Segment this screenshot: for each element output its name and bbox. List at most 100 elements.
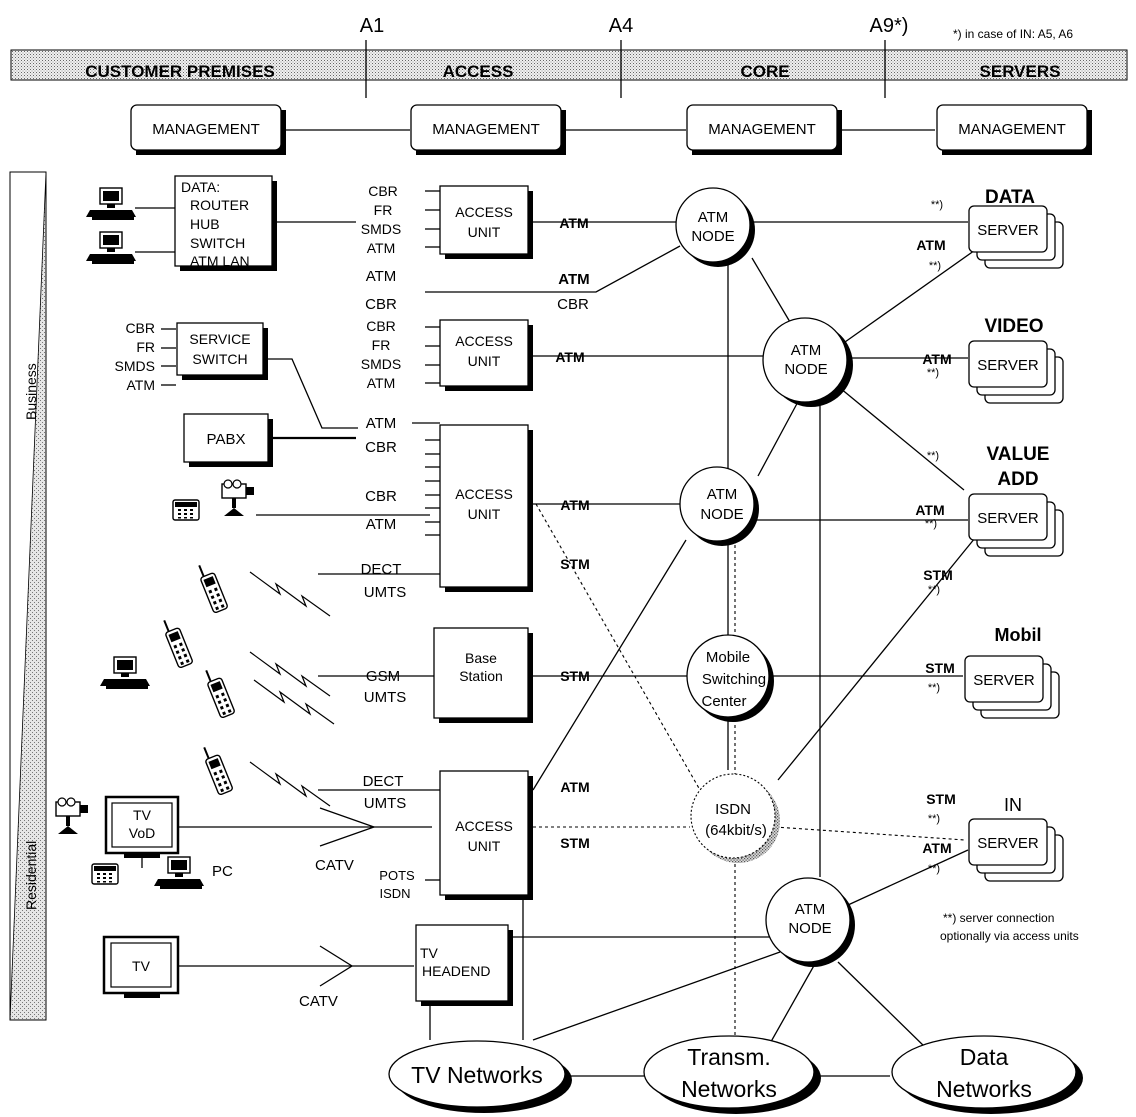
svg-text:**): **) [925, 518, 937, 530]
mobile-phone-icon [159, 615, 195, 670]
server-data[interactable]: DATA SERVER [968, 187, 1064, 269]
data-equipment-item: HUB [190, 216, 220, 232]
domain-servers: SERVERS [980, 62, 1061, 81]
svg-text:UMTS: UMTS [364, 584, 407, 601]
svg-text:SMDS: SMDS [115, 358, 155, 374]
isdn-node[interactable]: ISDN (64kbit/s) [690, 773, 780, 863]
svg-text:TV: TV [132, 958, 151, 974]
atm-node-4[interactable]: ATM NODE [765, 877, 855, 967]
svg-text:MANAGEMENT: MANAGEMENT [958, 121, 1066, 138]
svg-text:Mobile: Mobile [706, 649, 750, 666]
atm-node-1[interactable]: ATM NODE [675, 187, 755, 267]
svg-text:**): **) [927, 450, 939, 462]
telephone-icon [172, 499, 200, 521]
management-box-customer[interactable]: MANAGEMENT [130, 104, 286, 155]
access-unit-1[interactable]: ACCESS UNIT [439, 185, 533, 259]
svg-text:ATM: ATM [922, 351, 951, 367]
radio-link-icon [249, 761, 331, 807]
tv-vod-set[interactable]: TV VoD [104, 795, 180, 858]
server-in[interactable]: IN SERVER [968, 795, 1064, 882]
radio-link-icon [253, 679, 335, 725]
mobile-switching-center[interactable]: Mobile Switching Center [686, 634, 774, 722]
access-unit-2[interactable]: ACCESS UNIT [439, 319, 533, 391]
svg-text:ATM: ATM [795, 901, 826, 918]
server-video[interactable]: VIDEO SERVER [968, 316, 1064, 404]
domain-customer-premises: CUSTOMER PREMISES [85, 62, 275, 81]
pabx-box[interactable]: PABX [183, 413, 273, 467]
atm-node-2[interactable]: ATM NODE [762, 317, 853, 407]
svg-text:HEADEND: HEADEND [422, 963, 490, 979]
transmission-networks[interactable]: Transm. Networks [643, 1035, 821, 1114]
svg-text:**): **) [927, 367, 939, 379]
svg-text:ATM: ATM [366, 415, 397, 432]
management-box-servers[interactable]: MANAGEMENT [936, 104, 1092, 155]
svg-text:**): **) [928, 584, 940, 596]
link-label-atm: ATM [560, 779, 589, 795]
tv-networks[interactable]: TV Networks [388, 1040, 572, 1113]
label-residential: Residential [23, 841, 39, 910]
computer-icon [85, 231, 137, 265]
atm-node-3[interactable]: ATM NODE [679, 466, 759, 546]
server-title-add: ADD [997, 469, 1038, 490]
server-value-add[interactable]: VALUE ADD SERVER [968, 444, 1064, 557]
svg-text:SMDS: SMDS [361, 221, 401, 237]
video-camera-icon [221, 479, 255, 517]
svg-text:Networks: Networks [936, 1076, 1032, 1102]
domain-access: ACCESS [443, 62, 514, 81]
management-box-access[interactable]: MANAGEMENT [410, 104, 566, 155]
management-box-core[interactable]: MANAGEMENT [686, 104, 842, 155]
svg-text:FR: FR [374, 202, 393, 218]
data-equipment-item: SWITCH [190, 235, 245, 251]
svg-text:DECT: DECT [361, 561, 402, 578]
pc-label: PC [212, 863, 233, 880]
svg-text:ATM: ATM [915, 502, 944, 518]
svg-text:PABX: PABX [207, 431, 246, 448]
svg-text:NODE: NODE [788, 920, 831, 937]
svg-text:SERVER: SERVER [977, 357, 1039, 374]
server-mobil[interactable]: Mobil SERVER [964, 625, 1060, 719]
computer-icon [153, 856, 205, 890]
svg-text:UNIT: UNIT [468, 353, 501, 369]
svg-text:SMDS: SMDS [361, 356, 401, 372]
access-unit-4[interactable]: ACCESS UNIT [439, 770, 533, 900]
svg-text:CBR: CBR [365, 488, 397, 505]
svg-text:(64kbit/s): (64kbit/s) [705, 822, 767, 839]
link-label-atm: ATM [560, 497, 589, 513]
interface-a1: A1 [360, 15, 384, 37]
svg-text:ACCESS: ACCESS [455, 333, 513, 349]
svg-text:SERVER: SERVER [977, 835, 1039, 852]
base-station[interactable]: Base Station [433, 627, 533, 723]
management-row: MANAGEMENT MANAGEMENT MANAGEMENT MANAGEM… [130, 104, 1092, 155]
data-equipment-box[interactable]: DATA: ROUTER HUB SWITCH ATM LAN [174, 175, 277, 271]
svg-text:CBR: CBR [365, 296, 397, 313]
service-switch-box[interactable]: SERVICE SWITCH [176, 322, 268, 380]
server-note: **) server connection optionally via acc… [940, 911, 1079, 943]
svg-text:Base: Base [465, 650, 497, 666]
access-unit-2-ports: CBR FR SMDS ATM [361, 318, 440, 391]
svg-text:ATM: ATM [367, 375, 396, 391]
svg-text:ATM: ATM [558, 271, 589, 288]
svg-text:**): **) [928, 863, 940, 875]
svg-text:**): **) [931, 199, 943, 211]
svg-text:UNIT: UNIT [468, 224, 501, 240]
access-unit-4-ports: DECT UMTS POTS ISDN [318, 773, 440, 901]
svg-text:CBR: CBR [365, 439, 397, 456]
svg-text:VoD: VoD [129, 825, 155, 841]
service-switch-inputs: CBR FR SMDS ATM [115, 320, 176, 393]
computer-icon [85, 187, 137, 221]
catv-label: CATV [315, 857, 354, 874]
interface-note: *) in case of IN: A5, A6 [953, 27, 1073, 41]
svg-text:TV Networks: TV Networks [411, 1062, 543, 1088]
computer-icon [99, 656, 151, 690]
svg-text:STM: STM [926, 791, 956, 807]
tv-headend[interactable]: TV HEADEND [415, 924, 513, 1006]
svg-text:ATM: ATM [367, 240, 396, 256]
svg-text:ATM: ATM [922, 840, 951, 856]
access-unit-3[interactable]: ACCESS UNIT [439, 424, 533, 592]
svg-text:ACCESS: ACCESS [455, 486, 513, 502]
tv-set[interactable]: TV [102, 935, 180, 998]
svg-text:CBR: CBR [557, 296, 589, 313]
data-networks[interactable]: Data Networks [891, 1035, 1083, 1114]
svg-text:UMTS: UMTS [364, 689, 407, 706]
